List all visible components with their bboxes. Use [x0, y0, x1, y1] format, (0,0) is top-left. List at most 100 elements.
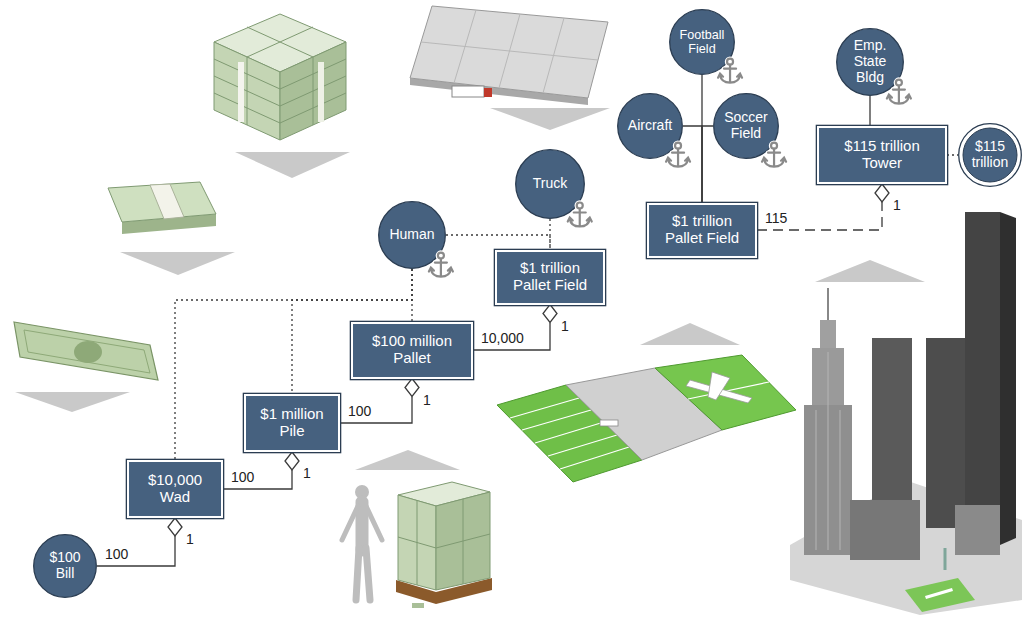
multiplicity-label: 100 [346, 403, 373, 420]
connector-line [702, 126, 713, 203]
node-text: Truck [533, 176, 567, 192]
connector-line [869, 96, 870, 126]
anchor-circle: Emp. State Bldg [836, 28, 904, 96]
anchor-stroke [666, 149, 690, 167]
skyline [790, 212, 1022, 615]
anchor-outline [887, 86, 911, 104]
anchor-circle: $100 Bill [33, 534, 97, 598]
circle-disc [714, 94, 779, 159]
aggregation-diamond [168, 518, 182, 536]
anchor-stroke [429, 259, 453, 277]
anchor-ring-outline [675, 143, 681, 149]
money-cube [214, 14, 346, 140]
connector [97, 518, 182, 566]
connector [223, 452, 299, 489]
connector-line [757, 202, 882, 230]
value-box: $1 trillion Pallet Field [647, 203, 757, 258]
anchor-ring [438, 253, 444, 259]
node-text: Emp. State Bldg [848, 38, 892, 85]
anchor-icon [429, 253, 453, 277]
anchor-ring [675, 143, 681, 149]
connector [473, 305, 557, 351]
connector-line [549, 219, 550, 250]
node-text: $115 trillion [967, 139, 1013, 171]
multiplicity-label: 1 [559, 318, 571, 335]
circle-disc [379, 202, 446, 269]
single-bill [14, 322, 158, 380]
circle-disc [618, 94, 683, 159]
multiplicity-label: 1 [421, 392, 433, 409]
multiplicity-label: 10,000 [479, 330, 526, 347]
circle-disc [34, 535, 97, 598]
connector [757, 184, 889, 230]
value-box: $115 trillion Tower [817, 126, 947, 184]
multiplicity-label: 1 [301, 465, 313, 482]
anchor-stroke [887, 86, 911, 104]
anchor-ring-outline [438, 253, 444, 259]
anchor-outline [666, 149, 690, 167]
aggregation-diamond [285, 452, 299, 470]
anchor-stroke [718, 65, 742, 83]
node-text: Aircraft [628, 118, 672, 134]
value-box: $1 trillion Pallet Field [495, 250, 605, 305]
aggregation-diamond [543, 305, 557, 323]
anchor-ring [577, 203, 583, 209]
connector [947, 155, 958, 156]
anchor-stroke [762, 149, 786, 167]
node-text: Football Field [671, 28, 733, 56]
anchor-ring-outline [896, 80, 902, 86]
node-text: Human [389, 227, 434, 243]
node-text: $100 Bill [43, 550, 87, 582]
anchor-stroke [568, 209, 592, 227]
connector [446, 235, 550, 250]
anchor-icon [568, 203, 592, 227]
anchor-ring-outline [727, 59, 733, 65]
connector [340, 379, 419, 424]
node-text: $10,000 Wad [136, 472, 214, 506]
connector-line [473, 323, 550, 351]
node-text: $100 million Pallet [360, 333, 464, 367]
connector [702, 126, 713, 203]
anchor-ring [896, 80, 902, 86]
fields-comparison [497, 355, 796, 482]
bill-bundle [108, 182, 216, 234]
node-text: $1 trillion Pallet Field [656, 213, 748, 247]
circle-disc [837, 29, 904, 96]
aggregation-diamond [875, 184, 889, 202]
node-text: Soccer Field [720, 110, 772, 142]
multiplicity-label: 1 [184, 531, 196, 548]
anchor-outline [762, 149, 786, 167]
pallet-field-slab [410, 6, 608, 105]
circle-disc [670, 10, 735, 75]
connector-line [446, 235, 550, 250]
node-text: $1 million Pile [253, 406, 331, 440]
circle-disc [516, 150, 585, 219]
flow-triangles [15, 108, 925, 470]
anchor-ring [771, 143, 777, 149]
connector-line [947, 154, 958, 155]
anchor-outline [429, 259, 453, 277]
anchor-ring-outline [577, 203, 583, 209]
anchor-icon [887, 80, 911, 104]
node-text: $1 trillion Pallet Field [504, 260, 596, 294]
connector [870, 96, 871, 126]
node-text: $115 trillion Tower [826, 138, 938, 172]
connector-line [223, 470, 292, 489]
connector-line [340, 397, 412, 424]
anchor-circle: Soccer Field [713, 93, 779, 159]
multiplicity-label: 115 [763, 210, 789, 227]
anchor-ring-outline [771, 143, 777, 149]
anchor-circle: Truck [515, 149, 585, 219]
connector [550, 219, 551, 250]
connector-line [97, 536, 175, 566]
anchor-circle: Football Field [669, 9, 735, 75]
inner-disc [963, 128, 1017, 182]
anchor-circle: Aircraft [617, 93, 683, 159]
value-box: $1 million Pile [244, 394, 340, 452]
anchor-ring [727, 59, 733, 65]
human-with-pallet [342, 482, 492, 608]
anchor-icon [762, 143, 786, 167]
anchor-outline [568, 209, 592, 227]
anchor-icon [666, 143, 690, 167]
